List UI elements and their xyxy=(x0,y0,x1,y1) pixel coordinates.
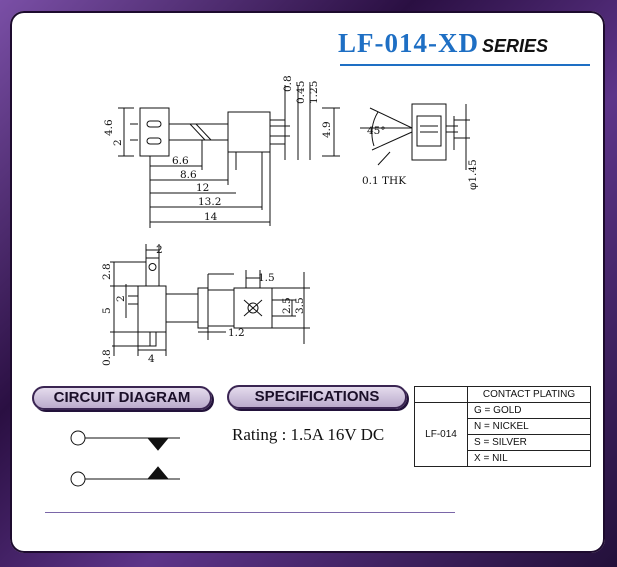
circuit-diagram-heading: CIRCUIT DIAGRAM xyxy=(32,386,212,410)
dim-side-t2: 0.45 xyxy=(295,81,307,104)
top-view xyxy=(110,244,310,356)
bottom-divider xyxy=(45,512,455,513)
end-view xyxy=(360,103,470,170)
dim-top-s3: 3.5 xyxy=(294,297,306,314)
rating-text: Rating : 1.5A 16V DC xyxy=(232,425,385,444)
dim-side-l5: 14 xyxy=(204,211,218,223)
table-cell-blank xyxy=(414,386,468,403)
dim-top-s1: 1.5 xyxy=(258,272,275,284)
dim-top-b1: 0.8 xyxy=(101,349,113,366)
plating-option: N = NICKEL xyxy=(467,418,591,435)
table-row: LF-014 G = GOLD xyxy=(414,402,591,467)
plating-option: G = GOLD xyxy=(467,402,591,419)
dim-top-h2: 2 xyxy=(115,295,127,302)
dim-end-thk: 0.1 THK xyxy=(362,175,406,187)
dim-side-t1: 0.8 xyxy=(282,75,294,92)
dim-top-s2: 2.5 xyxy=(281,297,293,314)
table-row: CONTACT PLATING xyxy=(414,386,591,403)
plating-header: CONTACT PLATING xyxy=(467,386,591,403)
title-main: LF-014-XD xyxy=(338,28,479,58)
title-underline xyxy=(340,64,590,66)
dim-side-t4: 4.9 xyxy=(321,121,333,138)
circuit-symbol xyxy=(70,430,180,487)
specifications-heading: SPECIFICATIONS xyxy=(227,385,407,409)
dim-side-l1: 6.6 xyxy=(172,155,189,167)
dim-end-dia: φ1.45 xyxy=(467,159,479,190)
dim-side-h1: 4.6 xyxy=(103,119,115,136)
side-view-dims: 4.6 2 6.6 8.6 12 13.2 14 0.8 0.45 1.25 4… xyxy=(103,75,333,223)
dim-top-s4: 1.2 xyxy=(228,327,245,339)
dim-end-angle: 45° xyxy=(367,125,386,137)
dim-side-h2: 2 xyxy=(112,139,124,146)
dim-top-b2: 4 xyxy=(148,353,155,365)
dim-side-l4: 13.2 xyxy=(198,196,221,208)
dim-side-t3: 1.25 xyxy=(308,81,320,104)
plating-option: S = SILVER xyxy=(467,434,591,451)
table-row: X = NIL xyxy=(415,450,591,467)
dim-side-l2: 8.6 xyxy=(180,169,197,181)
title-series: SERIES xyxy=(481,36,549,56)
contact-plating-table: CONTACT PLATING LF-014 G = GOLD N = NICK… xyxy=(414,386,591,467)
side-view xyxy=(118,85,340,228)
dim-top-h3: 5 xyxy=(101,307,113,314)
plating-model: LF-014 xyxy=(414,402,468,467)
dim-top-w1: 2 xyxy=(156,244,163,256)
plating-option: X = NIL xyxy=(467,450,591,467)
dim-top-h1: 2.8 xyxy=(101,263,113,280)
dim-side-l3: 12 xyxy=(196,182,209,194)
